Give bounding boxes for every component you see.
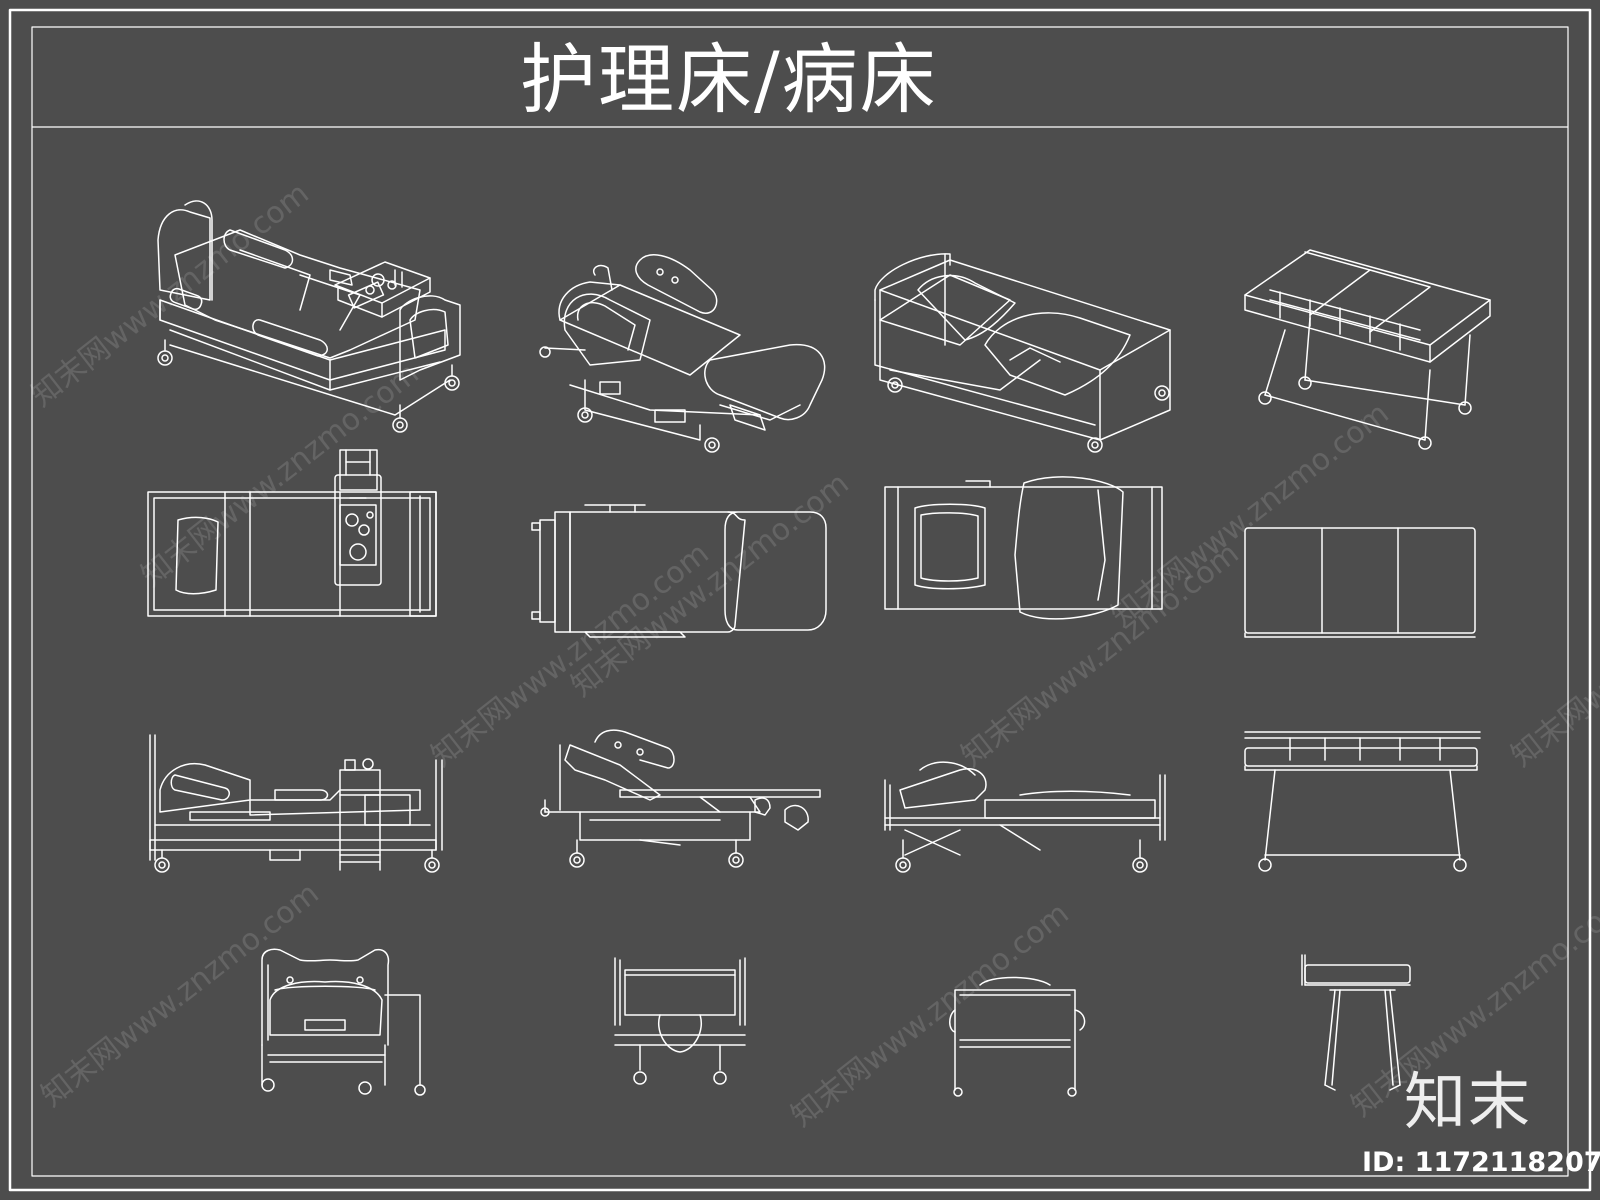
view-manual-bed-isometric — [874, 253, 1171, 453]
view-stretcher-plan — [1244, 527, 1476, 638]
view-obstetric-bed-plan — [531, 504, 827, 638]
view-electric-care-bed-plan — [147, 449, 437, 617]
view-stretcher-side — [1244, 731, 1481, 872]
view-manual-bed-plan — [884, 476, 1163, 620]
view-electric-care-bed-end — [261, 948, 426, 1096]
view-manual-bed-end — [949, 976, 1086, 1097]
asset-id-label: ID: 1172118207 — [1362, 1147, 1600, 1178]
view-electric-care-bed-side — [149, 734, 443, 873]
view-obstetric-bed-end — [614, 957, 746, 1085]
view-stretcher-isometric — [1244, 249, 1491, 450]
view-manual-bed-side — [884, 761, 1166, 873]
sheet-title: 护理床/病床 — [520, 35, 938, 124]
view-obstetric-bed-side — [540, 729, 821, 868]
view-stretcher-end — [1301, 954, 1411, 1091]
sheet-frame — [8, 8, 1592, 1192]
view-electric-care-bed-isometric — [157, 200, 461, 433]
brand-logo: 知末 — [1404, 1065, 1533, 1138]
view-obstetric-bed-isometric — [539, 254, 826, 453]
